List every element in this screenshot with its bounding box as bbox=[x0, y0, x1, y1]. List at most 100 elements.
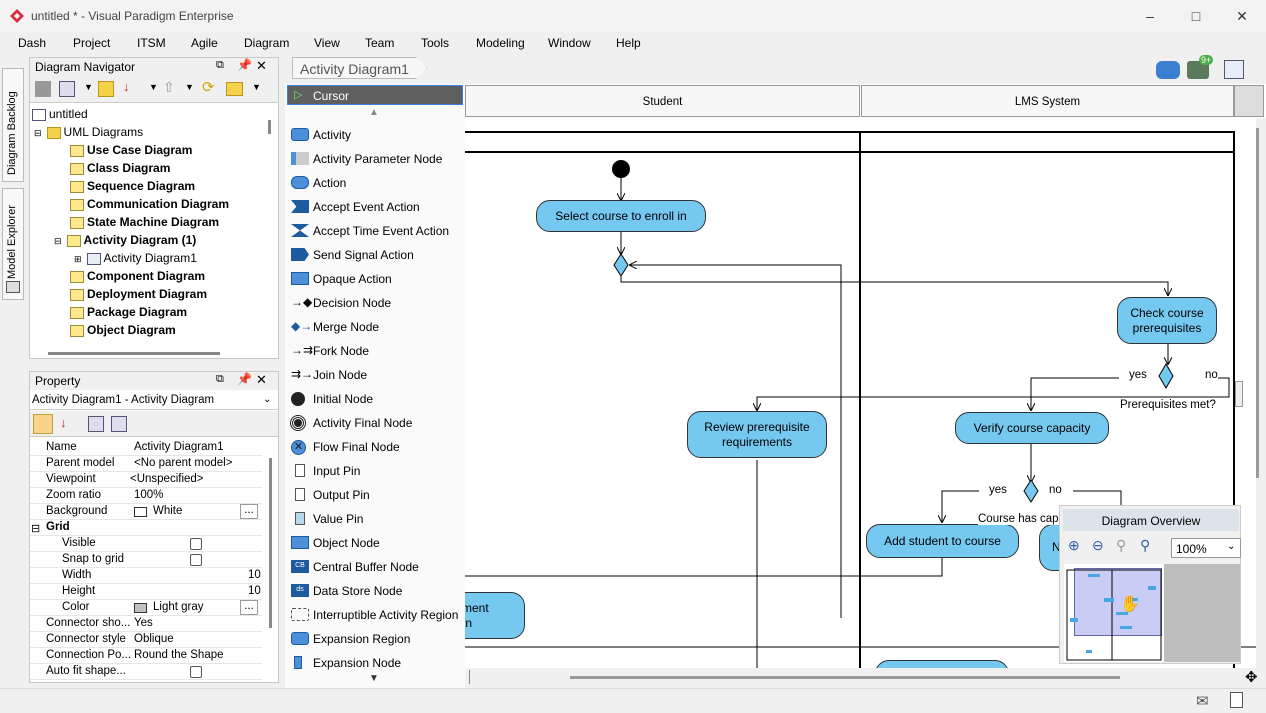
menu-diagram[interactable]: Diagram bbox=[244, 36, 289, 50]
action-add-student[interactable]: Add student to course bbox=[866, 524, 1019, 558]
palette-decision-node[interactable]: →◆Decision Node bbox=[289, 292, 463, 314]
palette-scroll-up-icon[interactable]: ▲ bbox=[369, 107, 379, 118]
new-diagram-icon[interactable] bbox=[35, 81, 51, 97]
menu-modeling[interactable]: Modeling bbox=[476, 36, 525, 50]
property-vscrollbar[interactable] bbox=[269, 458, 272, 628]
collapse-toggle-icon[interactable]: ⊟ bbox=[31, 522, 40, 535]
categorized-icon[interactable] bbox=[33, 414, 53, 434]
menu-project[interactable]: Project bbox=[73, 36, 110, 50]
panel-layout-icon[interactable] bbox=[1224, 60, 1244, 79]
collapse-all-icon[interactable] bbox=[111, 416, 127, 432]
palette-expansion-region[interactable]: Expansion Region bbox=[289, 628, 463, 650]
menu-window[interactable]: Window bbox=[548, 36, 591, 50]
tree-item-class[interactable]: Class Diagram bbox=[70, 161, 170, 175]
zoom-out-icon[interactable]: ⊖ bbox=[1092, 537, 1104, 554]
palette-accept-time-event-action[interactable]: Accept Time Event Action bbox=[289, 220, 463, 242]
prop-snap-to-grid[interactable]: Snap to grid bbox=[30, 552, 262, 568]
action-verify-capacity[interactable]: Verify course capacity bbox=[955, 412, 1109, 444]
palette-merge-node[interactable]: ◆→Merge Node bbox=[289, 316, 463, 338]
menu-dash[interactable]: Dash bbox=[18, 36, 46, 50]
collapse-dropdown-icon[interactable]: ▼ bbox=[185, 82, 194, 92]
splitter-handle[interactable] bbox=[1235, 381, 1243, 407]
refresh-icon[interactable]: ⟳ bbox=[202, 78, 215, 96]
expand-toggle-icon[interactable]: ⊞ bbox=[74, 254, 82, 264]
close-panel-icon[interactable]: ✕ bbox=[256, 372, 267, 388]
capacity-decision-node[interactable] bbox=[1024, 480, 1038, 502]
palette-initial-node[interactable]: Initial Node bbox=[289, 388, 463, 410]
prop-name[interactable]: NameActivity Diagram1 bbox=[30, 440, 262, 456]
sort-dropdown-icon[interactable]: ▼ bbox=[149, 82, 158, 92]
assistant-robot-icon[interactable] bbox=[1156, 61, 1180, 79]
menu-team[interactable]: Team bbox=[365, 36, 394, 50]
canvas-vscrollbar[interactable] bbox=[1256, 118, 1266, 668]
prop-grid-visible[interactable]: Visible bbox=[30, 536, 262, 552]
palette-activity-parameter-node[interactable]: Activity Parameter Node bbox=[289, 148, 463, 170]
tree-item-package[interactable]: Package Diagram bbox=[70, 305, 187, 319]
close-window-button[interactable]: ✕ bbox=[1219, 0, 1265, 32]
palette-flow-final-node[interactable]: ✕Flow Final Node bbox=[289, 436, 463, 458]
tree-item-component[interactable]: Component Diagram bbox=[70, 269, 205, 283]
palette-expansion-node[interactable]: Expansion Node bbox=[289, 652, 463, 674]
menu-agile[interactable]: Agile bbox=[191, 36, 218, 50]
tree-item-activity-diagram1[interactable]: ⊞Activity Diagram1 bbox=[74, 251, 197, 265]
lane-header-student[interactable]: Student bbox=[465, 85, 860, 117]
snap-to-grid-checkbox[interactable] bbox=[190, 554, 202, 566]
palette-accept-event-action[interactable]: Accept Event Action bbox=[289, 196, 463, 218]
palette-data-store-node[interactable]: dsData Store Node bbox=[289, 580, 463, 602]
palette-interruptible-activity-region[interactable]: Interruptible Activity Region bbox=[289, 604, 463, 626]
prerequisites-decision-node[interactable] bbox=[1159, 364, 1173, 388]
tree-item-state-machine[interactable]: State Machine Diagram bbox=[70, 215, 219, 229]
palette-scroll-down-icon[interactable]: ▼ bbox=[369, 673, 379, 684]
prop-background[interactable]: BackgroundWhite... bbox=[30, 504, 262, 520]
prop-connection-point[interactable]: Connection Po...Round the Shape bbox=[30, 648, 262, 664]
minimize-button[interactable]: – bbox=[1127, 0, 1173, 32]
tree-item-uml-diagrams[interactable]: ⊟UML Diagrams bbox=[34, 125, 143, 139]
prop-zoom-ratio[interactable]: Zoom ratio100% bbox=[30, 488, 262, 504]
tree-item-sequence[interactable]: Sequence Diagram bbox=[70, 179, 195, 193]
view-mode-icon[interactable] bbox=[59, 81, 75, 97]
navigator-hscrollbar[interactable] bbox=[48, 352, 220, 355]
document-icon[interactable] bbox=[1230, 692, 1243, 708]
mail-icon[interactable]: ✉ bbox=[1196, 692, 1209, 710]
tree-item-activity[interactable]: ⊟Activity Diagram (1) bbox=[54, 233, 196, 247]
grid-color-ellipsis-button[interactable]: ... bbox=[240, 600, 258, 615]
open-folder-icon[interactable] bbox=[98, 81, 114, 97]
prop-grid-width[interactable]: Width10 bbox=[30, 568, 262, 584]
lane-header-lms[interactable]: LMS System bbox=[861, 85, 1234, 117]
maximize-button[interactable]: □ bbox=[1173, 0, 1219, 32]
prop-auto-fit-shape[interactable]: Auto fit shape... bbox=[30, 664, 262, 680]
action-check-prerequisites[interactable]: Check course prerequisites bbox=[1117, 297, 1217, 344]
canvas-hscrollbar[interactable]: ✥ bbox=[465, 668, 1266, 686]
background-ellipsis-button[interactable]: ... bbox=[240, 504, 258, 519]
grid-visible-checkbox[interactable] bbox=[190, 538, 202, 550]
prop-viewpoint[interactable]: Viewpoint<Unspecified> bbox=[30, 472, 262, 488]
action-partial-bottom[interactable] bbox=[875, 660, 1009, 668]
collapse-icon[interactable]: ⇧ bbox=[163, 79, 175, 96]
model-selector[interactable]: Activity Diagram1 - Activity Diagram ⌄ bbox=[30, 391, 278, 410]
action-select-course[interactable]: Select course to enroll in bbox=[536, 200, 706, 232]
palette-activity-final-node[interactable]: Activity Final Node bbox=[289, 412, 463, 434]
breadcrumb[interactable]: Activity Diagram1 bbox=[292, 57, 427, 79]
float-panel-icon[interactable]: ⧉ bbox=[216, 373, 224, 386]
palette-central-buffer-node[interactable]: CBCentral Buffer Node bbox=[289, 556, 463, 578]
pin-icon[interactable]: 📌 bbox=[237, 58, 252, 72]
tree-item-object[interactable]: Object Diagram bbox=[70, 323, 176, 337]
palette-join-node[interactable]: ⇉→Join Node bbox=[289, 364, 463, 386]
folder-dropdown-icon[interactable]: ▼ bbox=[252, 82, 261, 92]
prop-connector-show[interactable]: Connector sho...Yes bbox=[30, 616, 262, 632]
menu-help[interactable]: Help bbox=[616, 36, 641, 50]
float-panel-icon[interactable]: ⧉ bbox=[216, 59, 224, 72]
auto-fit-checkbox[interactable] bbox=[190, 666, 202, 678]
palette-input-pin[interactable]: Input Pin bbox=[289, 460, 463, 482]
action-enrollment-partial[interactable]: rollment ation bbox=[465, 592, 525, 639]
menu-itsm[interactable]: ITSM bbox=[137, 36, 166, 50]
sort-icon[interactable]: ↓ bbox=[123, 79, 130, 94]
sort-alpha-icon[interactable]: ↓ bbox=[60, 415, 67, 430]
palette-fork-node[interactable]: →⇉Fork Node bbox=[289, 340, 463, 362]
menu-view[interactable]: View bbox=[314, 36, 340, 50]
tree-item-use-case[interactable]: Use Case Diagram bbox=[70, 143, 192, 157]
folder-icon[interactable] bbox=[226, 82, 243, 96]
tab-model-explorer[interactable]: Model Explorer bbox=[2, 188, 24, 300]
palette-activity[interactable]: Activity bbox=[289, 124, 463, 146]
prop-grid-height[interactable]: Height10 bbox=[30, 584, 262, 600]
